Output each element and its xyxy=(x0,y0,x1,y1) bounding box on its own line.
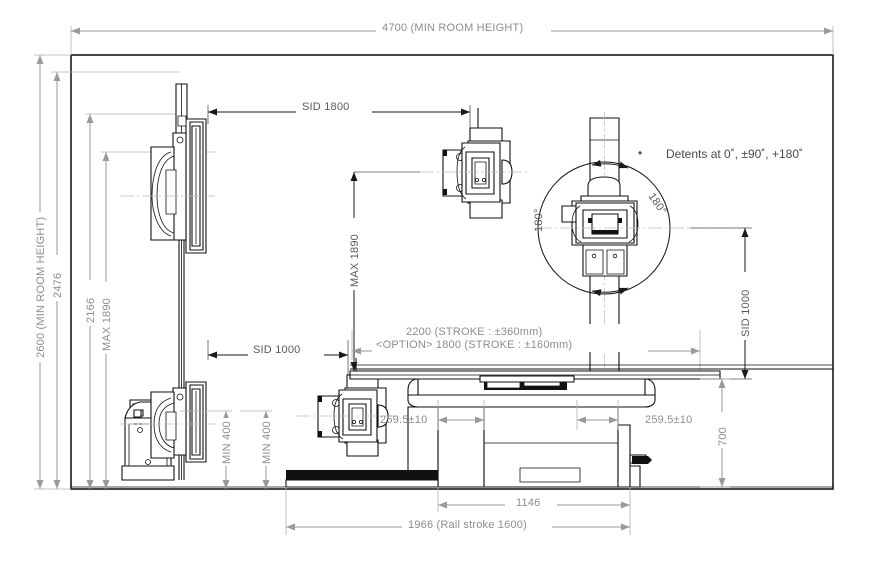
dim-stroke-option-label: <OPTION> 1800 (STROKE : ±160mm) xyxy=(376,339,572,351)
dim-stroke: 2200 (STROKE : ±360mm) <OPTION> 1800 (ST… xyxy=(351,324,701,378)
dim-sid-1800-label: SID 1800 xyxy=(302,101,349,113)
dim-room-height-label: 2600 (MIN ROOM HEIGHT) xyxy=(35,217,47,358)
rotation-label-right: 180° xyxy=(646,191,669,217)
dim-tube-max1890: MAX 1890 xyxy=(346,171,420,371)
dim-tube-max1890-label: MAX 1890 xyxy=(349,234,361,287)
dim-sid-1000-horizontal-label: SID 1000 xyxy=(253,344,300,356)
dim-sid-1000-vertical: SID 1000 xyxy=(690,227,753,380)
note-detents: • Detents at 0˚, ±90˚, +180˚ xyxy=(638,146,803,161)
dim-sid-1000-vertical-label: SID 1000 xyxy=(740,290,752,337)
dim-room-width-label: 4700 (MIN ROOM HEIGHT) xyxy=(382,22,523,34)
dim-2166-label: 2166 xyxy=(85,298,97,323)
dim-min-400-right-label: MIN 400 xyxy=(261,421,273,464)
dim-2476-label: 2476 xyxy=(52,273,64,298)
tube-head-lower xyxy=(296,358,400,457)
dim-min-400-right: MIN 400 xyxy=(240,410,273,489)
rotation-label-left: 180° xyxy=(533,208,545,232)
note-bullet: • xyxy=(638,146,642,160)
dim-base-1146: 1146 xyxy=(437,487,631,512)
wall-stand-assembly xyxy=(120,83,215,481)
dim-offset-right-label: 259.5±10 xyxy=(645,414,692,426)
dim-rail-1966-label: 1966 (Rail stroke 1600) xyxy=(408,519,527,531)
tube-head-upper xyxy=(420,108,530,219)
dim-min-400-left-label: MIN 400 xyxy=(221,421,233,464)
dim-table-height-700-label: 700 xyxy=(717,427,729,446)
dim-room-height: 2600 (MIN ROOM HEIGHT) xyxy=(32,54,71,490)
dim-base-1146-label: 1146 xyxy=(516,497,540,509)
dim-rail-1966: 1966 (Rail stroke 1600) xyxy=(285,487,631,535)
dim-min-400-left: MIN 400 xyxy=(180,410,233,489)
dim-2476: 2476 xyxy=(49,71,180,489)
dim-table-height-700: 700 xyxy=(700,378,730,488)
dim-wallstand-max1890-label: MAX 1890 xyxy=(101,298,113,351)
patient-table-assembly xyxy=(285,364,833,488)
ceiling-column-assembly: 180° 180° xyxy=(533,112,745,381)
dim-sid-1000-horizontal: SID 1000 xyxy=(207,340,349,386)
dim-room-width: 4700 (MIN ROOM HEIGHT) xyxy=(70,20,834,55)
note-detents-text: Detents at 0˚, ±90˚, +180˚ xyxy=(666,147,803,161)
dim-offset-right: 259.5±10 xyxy=(576,400,692,430)
dim-offset-left: 259.5±10 xyxy=(380,400,485,430)
dim-stroke-main-label: 2200 (STROKE : ±360mm) xyxy=(406,326,542,338)
dim-2166: 2166 xyxy=(82,113,180,489)
dim-sid-1800: SID 1800 xyxy=(207,98,471,150)
dim-offset-left-label: 259.5±10 xyxy=(380,414,427,426)
